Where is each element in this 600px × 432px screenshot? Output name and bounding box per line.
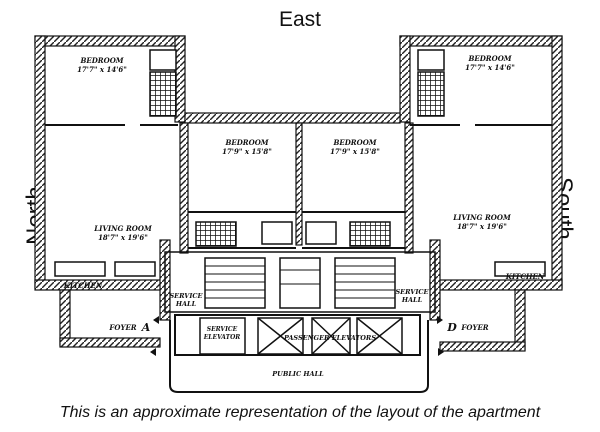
kitchen-north-label: KITCHEN <box>63 281 103 290</box>
bedroom-south-name: BEDROOM <box>467 54 511 63</box>
closets <box>149 49 445 247</box>
interior-partitions <box>45 124 552 249</box>
central-walls <box>179 112 414 254</box>
foyer-a-label: FOYER <box>108 323 136 332</box>
core-stairs <box>164 251 436 313</box>
living-room-north-size: 18'7" x 19'6" <box>98 233 148 242</box>
foyer-d-label: FOYER <box>460 323 488 332</box>
living-room-north-name: LIVING ROOM <box>93 224 152 233</box>
bedroom-center-left-name: BEDROOM <box>224 138 268 147</box>
service-elevator-line2: ELEVATOR <box>203 334 241 341</box>
bedroom-center-right-name: BEDROOM <box>332 138 376 147</box>
caption: This is an approximate representation of… <box>59 404 541 421</box>
kitchen-counters <box>54 261 546 277</box>
foyer-a-door-icon <box>153 316 159 324</box>
service-hall-left-line2: HALL <box>175 300 197 308</box>
service-elevator-line1: SERVICE <box>207 326 238 333</box>
bedroom-center-right-size: 17'9" x 15'8" <box>330 147 380 156</box>
service-hall-right-line2: HALL <box>401 296 423 304</box>
public-hall-label: PUBLIC HALL <box>271 370 324 378</box>
service-hall-right-line1: SERVICE <box>395 288 429 296</box>
elevators <box>174 314 421 356</box>
bedroom-center-left-size: 17'9" x 15'8" <box>222 147 272 156</box>
kitchen-south-label: KITCHEN <box>505 272 545 281</box>
bedroom-north-name: BEDROOM <box>79 56 123 65</box>
entry-arrow-left-icon <box>150 348 156 356</box>
service-hall-left-line1: SERVICE <box>169 292 203 300</box>
floor-plan: BEDROOM 17'7" x 14'6" BEDROOM 17'7" x 14… <box>34 35 563 393</box>
bedroom-south-size: 17'7" x 14'6" <box>465 63 515 72</box>
public-hall-outline <box>169 320 429 393</box>
living-room-south-size: 18'7" x 19'6" <box>457 222 507 231</box>
compass-east-label: East <box>278 8 322 31</box>
foyer-d-letter: D <box>446 321 457 334</box>
passenger-elevators-label: PASSENGER ELEVATORS <box>283 334 376 342</box>
foyer-d-door-icon <box>437 316 443 324</box>
foyer-a-letter: A <box>141 321 151 334</box>
living-room-south-name: LIVING ROOM <box>452 213 511 222</box>
entry-arrow-right-icon <box>438 348 444 356</box>
bedroom-north-size: 17'7" x 14'6" <box>77 65 127 74</box>
